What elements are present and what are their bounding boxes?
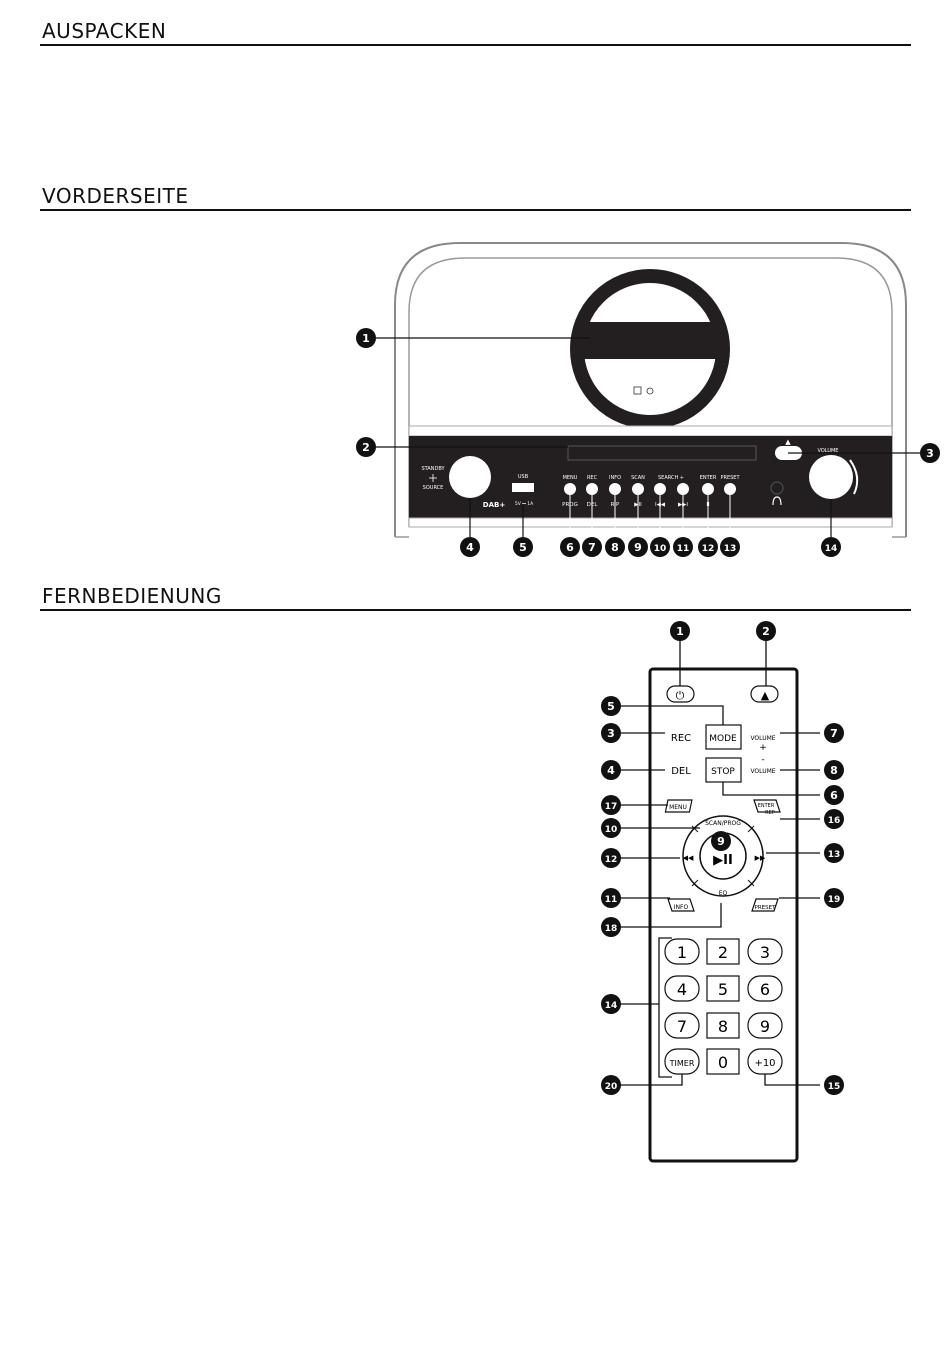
svg-text:USB: USB bbox=[518, 474, 529, 480]
callout-marker: 2 bbox=[356, 437, 376, 457]
front-button-7[interactable] bbox=[586, 483, 598, 495]
callout-marker: 11 bbox=[673, 537, 693, 557]
svg-text:VOLUME: VOLUME bbox=[818, 448, 839, 454]
front-button-label: INFO bbox=[609, 475, 621, 481]
section-rule bbox=[40, 44, 911, 46]
front-button-label: PRESET bbox=[720, 475, 740, 481]
standby-source-knob bbox=[449, 456, 491, 498]
callout-marker: 13 bbox=[720, 537, 740, 557]
front-button-8[interactable] bbox=[609, 483, 621, 495]
display-window bbox=[567, 445, 757, 461]
front-button-sublabel: DEL bbox=[587, 502, 599, 508]
front-button-sublabel: ▶▶I bbox=[678, 502, 688, 508]
section-title-unpack: AUSPACKEN bbox=[42, 19, 167, 43]
svg-text:8: 8 bbox=[611, 541, 619, 554]
cabinet-inner bbox=[408, 257, 893, 527]
svg-text:11: 11 bbox=[677, 544, 690, 554]
svg-text:1: 1 bbox=[362, 332, 370, 345]
front-button-sublabel: II bbox=[706, 502, 710, 508]
svg-text:14: 14 bbox=[825, 544, 838, 554]
front-button-10[interactable] bbox=[654, 483, 666, 495]
front-button-label: ENTER bbox=[700, 475, 717, 481]
front-button-label: REC bbox=[587, 475, 598, 481]
section-title-remote: FERNBEDIENUNG bbox=[42, 584, 222, 608]
svg-text:7: 7 bbox=[588, 541, 596, 554]
svg-text:5: 5 bbox=[519, 541, 527, 554]
svg-text:▲: ▲ bbox=[785, 438, 791, 446]
callout-marker: 9 bbox=[628, 537, 648, 557]
usb-port bbox=[512, 483, 534, 492]
front-button-sublabel: ▶II bbox=[634, 502, 642, 508]
speaker-band bbox=[584, 322, 717, 359]
front-button-label: SCAN bbox=[631, 475, 645, 481]
callout-marker: 14 bbox=[821, 537, 841, 557]
callout-marker: 5 bbox=[513, 537, 533, 557]
front-button-sublabel: I◀◀ bbox=[655, 502, 666, 508]
callout-marker: 3 bbox=[920, 443, 940, 463]
front-button-sublabel: PROG bbox=[562, 502, 578, 508]
front-button-6[interactable] bbox=[564, 483, 576, 495]
svg-text:5V ⎓ 1A: 5V ⎓ 1A bbox=[515, 501, 534, 507]
svg-text:STANDBY: STANDBY bbox=[421, 466, 445, 472]
svg-text:3: 3 bbox=[926, 447, 934, 460]
front-button-sublabel: R.P bbox=[611, 502, 620, 508]
svg-text:6: 6 bbox=[566, 541, 574, 554]
callout-marker: 1 bbox=[356, 328, 376, 348]
callout-marker: 7 bbox=[582, 537, 602, 557]
svg-text:SOURCE: SOURCE bbox=[423, 485, 444, 491]
callout-marker: 8 bbox=[605, 537, 625, 557]
callout-marker: 12 bbox=[698, 537, 718, 557]
front-button-label: MENU bbox=[563, 475, 578, 481]
svg-text:12: 12 bbox=[702, 544, 715, 554]
svg-text:DAB+: DAB+ bbox=[483, 501, 506, 509]
svg-text:2: 2 bbox=[362, 441, 370, 454]
section-rule bbox=[40, 209, 911, 211]
front-button-12[interactable] bbox=[702, 483, 714, 495]
svg-text:10: 10 bbox=[654, 544, 667, 554]
callout-marker: 6 bbox=[560, 537, 580, 557]
svg-text:13: 13 bbox=[724, 544, 737, 554]
callout-marker: 10 bbox=[650, 537, 670, 557]
front-button-label: SEARCH + bbox=[658, 475, 684, 481]
svg-text:9: 9 bbox=[634, 541, 642, 554]
headphone-icon bbox=[770, 481, 784, 495]
front-button-13[interactable] bbox=[724, 483, 736, 495]
front-button-11[interactable] bbox=[677, 483, 689, 495]
front-button-9[interactable] bbox=[632, 483, 644, 495]
svg-text:4: 4 bbox=[466, 541, 474, 554]
section-title-front: VORDERSEITE bbox=[42, 184, 189, 208]
callout-marker: 4 bbox=[460, 537, 480, 557]
volume-knob bbox=[809, 455, 853, 499]
section-rule bbox=[40, 609, 911, 611]
cabinet-outer bbox=[394, 242, 907, 537]
